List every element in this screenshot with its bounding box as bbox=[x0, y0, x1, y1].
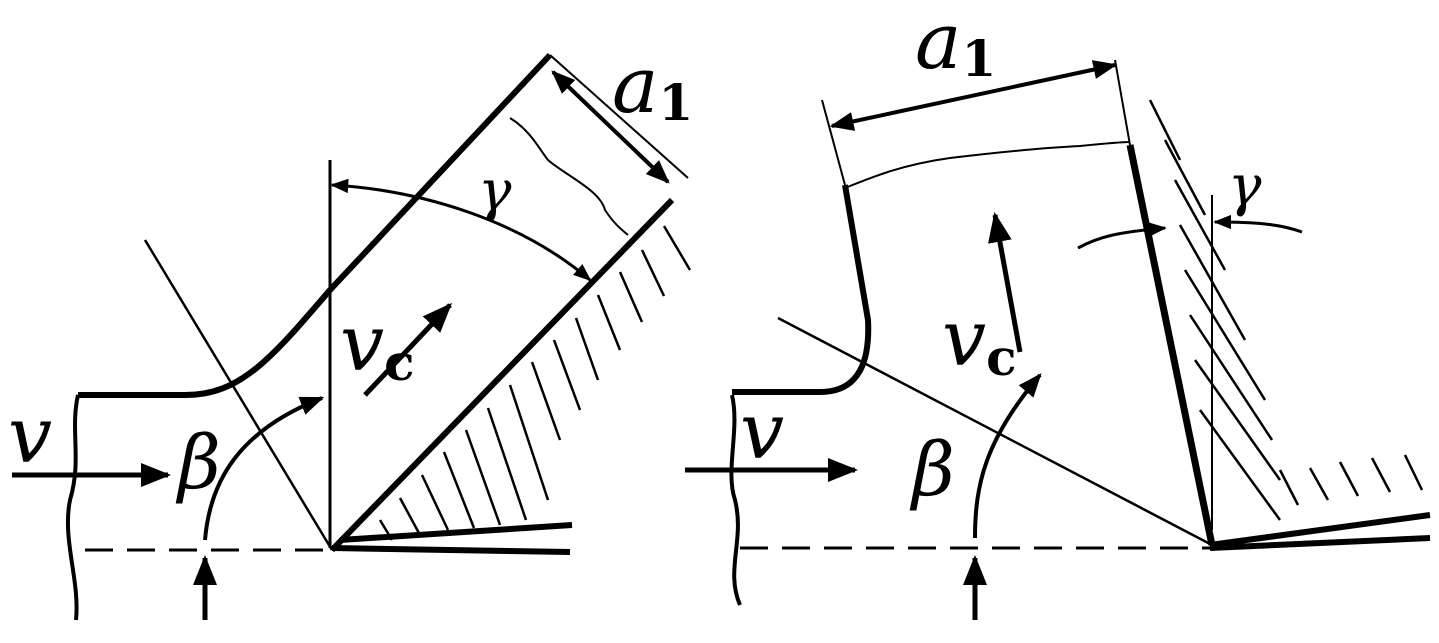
right-a1-label: a1 bbox=[915, 0, 996, 88]
left-tool-flank-upper bbox=[339, 522, 573, 543]
right-shear-plane bbox=[777, 316, 1213, 547]
left-vc-arrow bbox=[363, 302, 453, 397]
left-panel bbox=[12, 52, 692, 621]
left-tool-flank bbox=[331, 545, 571, 555]
left-vc-label: vc bbox=[340, 299, 415, 392]
right-chip-left-boundary bbox=[821, 99, 846, 186]
left-chip-outer-surface bbox=[78, 52, 553, 398]
right-tool-flank-lower bbox=[1209, 535, 1431, 551]
right-workpiece-edge bbox=[729, 394, 742, 606]
right-vc-label: vc bbox=[942, 294, 1017, 387]
right-chip-outer-surface bbox=[732, 184, 872, 395]
left-gamma-arc bbox=[330, 178, 592, 282]
left-tool-rake-face bbox=[329, 197, 675, 553]
left-a1-dimension-arrow bbox=[551, 70, 670, 184]
left-workpiece-edge bbox=[65, 394, 80, 621]
left-beta-arc bbox=[203, 396, 325, 541]
right-gamma-label: γ bbox=[1228, 154, 1262, 219]
right-a1-dimension-arrow bbox=[829, 60, 1118, 131]
right-gamma-arrow-left bbox=[1077, 222, 1167, 250]
right-chip-right-boundary bbox=[1114, 59, 1131, 146]
left-a1-label: a1 bbox=[612, 41, 693, 132]
right-tool-hatching bbox=[1148, 99, 1424, 521]
right-vc-arrow bbox=[988, 212, 1023, 353]
right-beta-label: β bbox=[909, 427, 955, 513]
right-chip-wavy-line bbox=[844, 141, 1131, 189]
right-panel bbox=[685, 59, 1431, 620]
left-shear-plane bbox=[143, 239, 334, 551]
right-tool-rake-face bbox=[1126, 144, 1216, 546]
left-gamma-label: γ bbox=[478, 159, 512, 224]
right-beta-arc bbox=[973, 373, 1042, 539]
right-gamma-arrow-right bbox=[1213, 214, 1303, 234]
left-tool-hatching bbox=[378, 225, 692, 541]
right-v-label: v bbox=[740, 387, 784, 477]
right-tool-flank bbox=[1209, 512, 1431, 548]
left-v-label: v bbox=[8, 391, 52, 481]
left-beta-label: β bbox=[175, 420, 221, 506]
left-chip-wavy-line bbox=[509, 117, 629, 236]
